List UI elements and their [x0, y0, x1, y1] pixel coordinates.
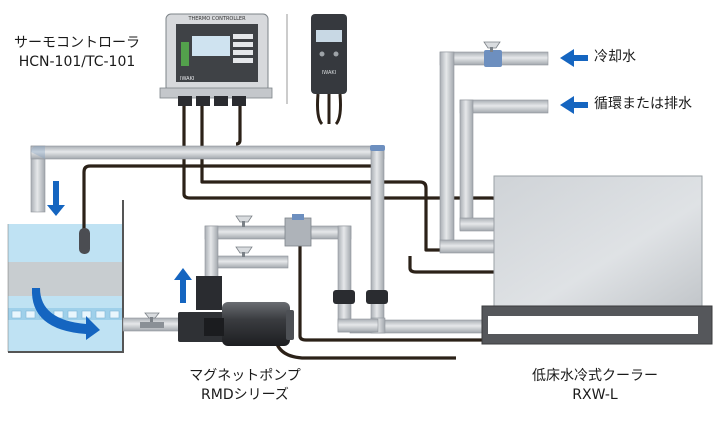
cooling-water-label: 冷却水: [594, 49, 636, 65]
water-cooler-unit: [481, 175, 713, 345]
magnet-pump: [178, 276, 294, 346]
flow-arrow-curved: [31, 288, 101, 340]
controller-model-label: HCN-101/TC-101: [18, 54, 136, 70]
ball-valve: [483, 41, 501, 52]
ball-valve: [140, 312, 164, 328]
pump-series-label: RMDシリーズ: [201, 387, 289, 403]
circulation-drain-label: 循環または排水: [594, 96, 692, 112]
cooler-name-label: 低床水冷式クーラー: [532, 368, 658, 384]
cooler-model-label: RXW-L: [572, 387, 618, 403]
flow-arrow-left: [560, 49, 588, 67]
pump-name-label: マグネットポンプ: [189, 368, 301, 384]
controller-name-label: サーモコントローラ: [14, 35, 140, 51]
controller-brand-text: IWAKI: [180, 76, 195, 82]
flow-arrow-down: [47, 181, 65, 216]
temperature-sensor: [79, 228, 90, 254]
thermo-controller: [159, 13, 273, 106]
stick-controller: [311, 14, 347, 126]
stick-brand-text: IWAKI: [321, 70, 337, 76]
ball-valve: [235, 246, 253, 257]
controller-panel-text: THERMO CONTROLLER: [188, 16, 246, 22]
ball-valve: [235, 215, 253, 227]
flow-arrow-left: [560, 96, 588, 114]
flow-arrow-up: [174, 268, 192, 303]
